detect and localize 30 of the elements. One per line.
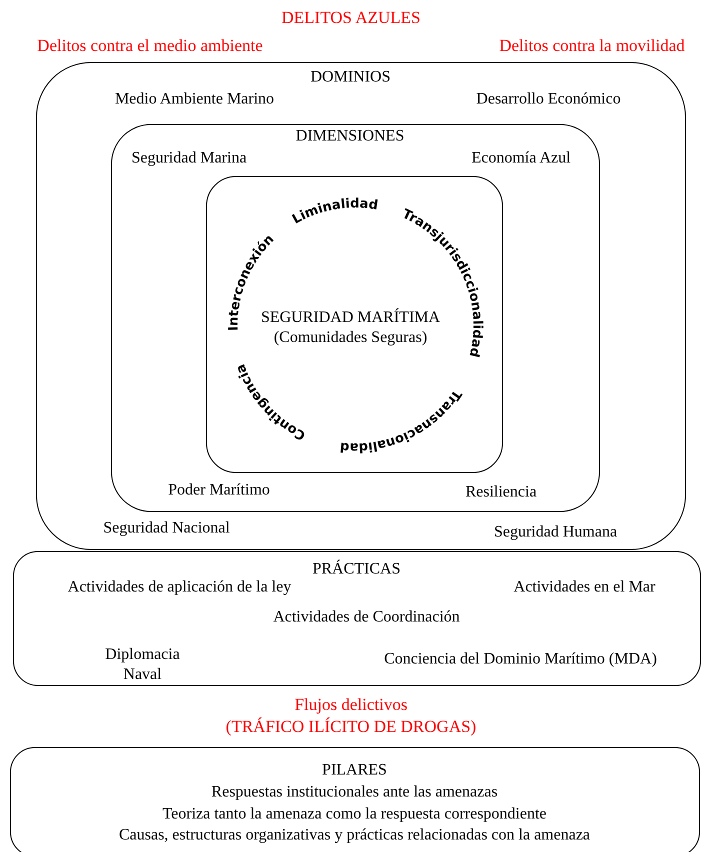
category-label: (TRÁFICO ILÍCITO DE DROGAS) (226, 716, 476, 738)
title: DELITOS AZULES (282, 6, 420, 29)
item-label: Seguridad Nacional (103, 518, 230, 538)
item-label: Diplomacia Naval (104, 644, 181, 686)
item-label: Seguridad Humana (494, 522, 618, 542)
category-label: Delitos contra el medio ambiente (37, 34, 263, 57)
item-label: Medio Ambiente Marino (114, 89, 274, 110)
item-label: Teoriza tanto la amenaza como la respuesta correspondiente (162, 804, 547, 824)
rounded-panel (10, 747, 700, 852)
panel-heading: DIMENSIONES (296, 126, 404, 147)
item-label: Economía Azul (471, 148, 571, 169)
item-label: Poder Marítimo (168, 480, 270, 501)
rounded-panel (206, 176, 503, 473)
rounded-panel (110, 124, 600, 512)
item-label: Desarrollo Económico (476, 89, 621, 110)
panel-heading: DOMINIOS (310, 67, 390, 88)
category-label: Flujos delictivos (294, 694, 408, 716)
item-label: Actividades de Coordinación (273, 607, 460, 628)
item-label: Causas, estructuras organizativas y prácticas relacionadas con la amenaza (118, 825, 590, 846)
rounded-panel (13, 551, 701, 686)
item-label: Actividades en el Mar (514, 577, 656, 598)
panel-heading: PILARES (322, 760, 387, 780)
item-label: Resiliencia (465, 482, 537, 503)
panel-heading: PRÁCTICAS (312, 559, 401, 580)
item-label: Seguridad Marina (131, 148, 247, 169)
item-label: Actividades de aplicación de la ley (68, 577, 292, 598)
category-label: Delitos contra la movilidad (499, 34, 685, 57)
rounded-panel (36, 62, 686, 550)
item-label: Respuestas institucionales ante las amenazas (211, 782, 498, 802)
item-label: Conciencia del Dominio Marítimo (MDA) (384, 649, 657, 670)
